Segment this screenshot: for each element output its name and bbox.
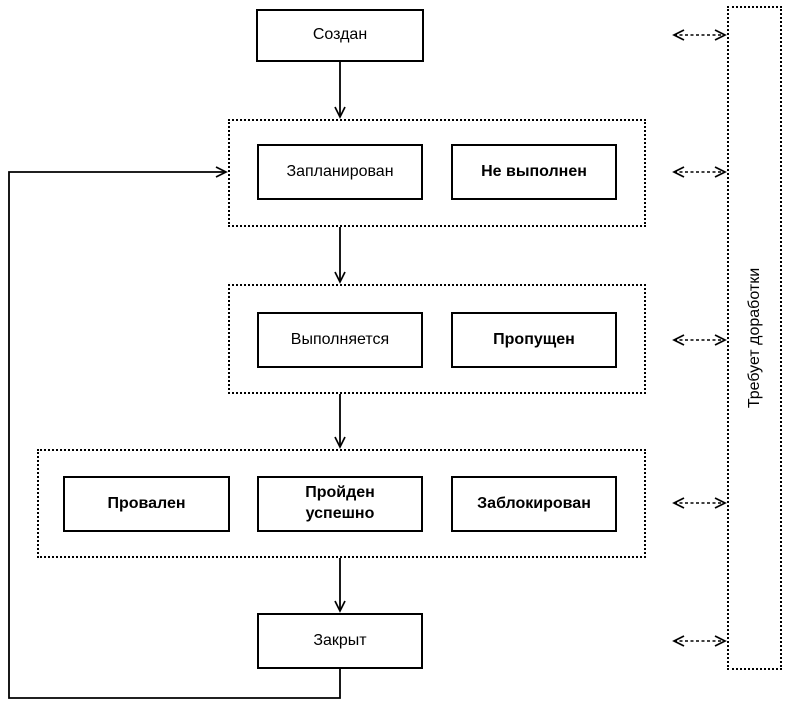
arrow-closed-loopback-to-planned [8, 166, 341, 699]
node-skipped: Пропущен [451, 312, 617, 368]
group-executing-row [228, 284, 646, 394]
node-closed: Закрыт [257, 613, 423, 669]
node-failed: Провален [63, 476, 230, 532]
node-passed: Пройден успешно [257, 476, 423, 532]
node-blocked: Заблокирован [451, 476, 617, 532]
node-not-executed: Не выполнен [451, 144, 617, 200]
node-in-progress: Выполняется [257, 312, 423, 368]
group-planned-row [228, 119, 646, 227]
node-planned: Запланирован [257, 144, 423, 200]
node-created: Создан [256, 9, 424, 62]
rework-panel: Требует доработки [727, 6, 782, 670]
rework-panel-label: Требует доработки [745, 267, 763, 409]
group-result-row [37, 449, 646, 558]
